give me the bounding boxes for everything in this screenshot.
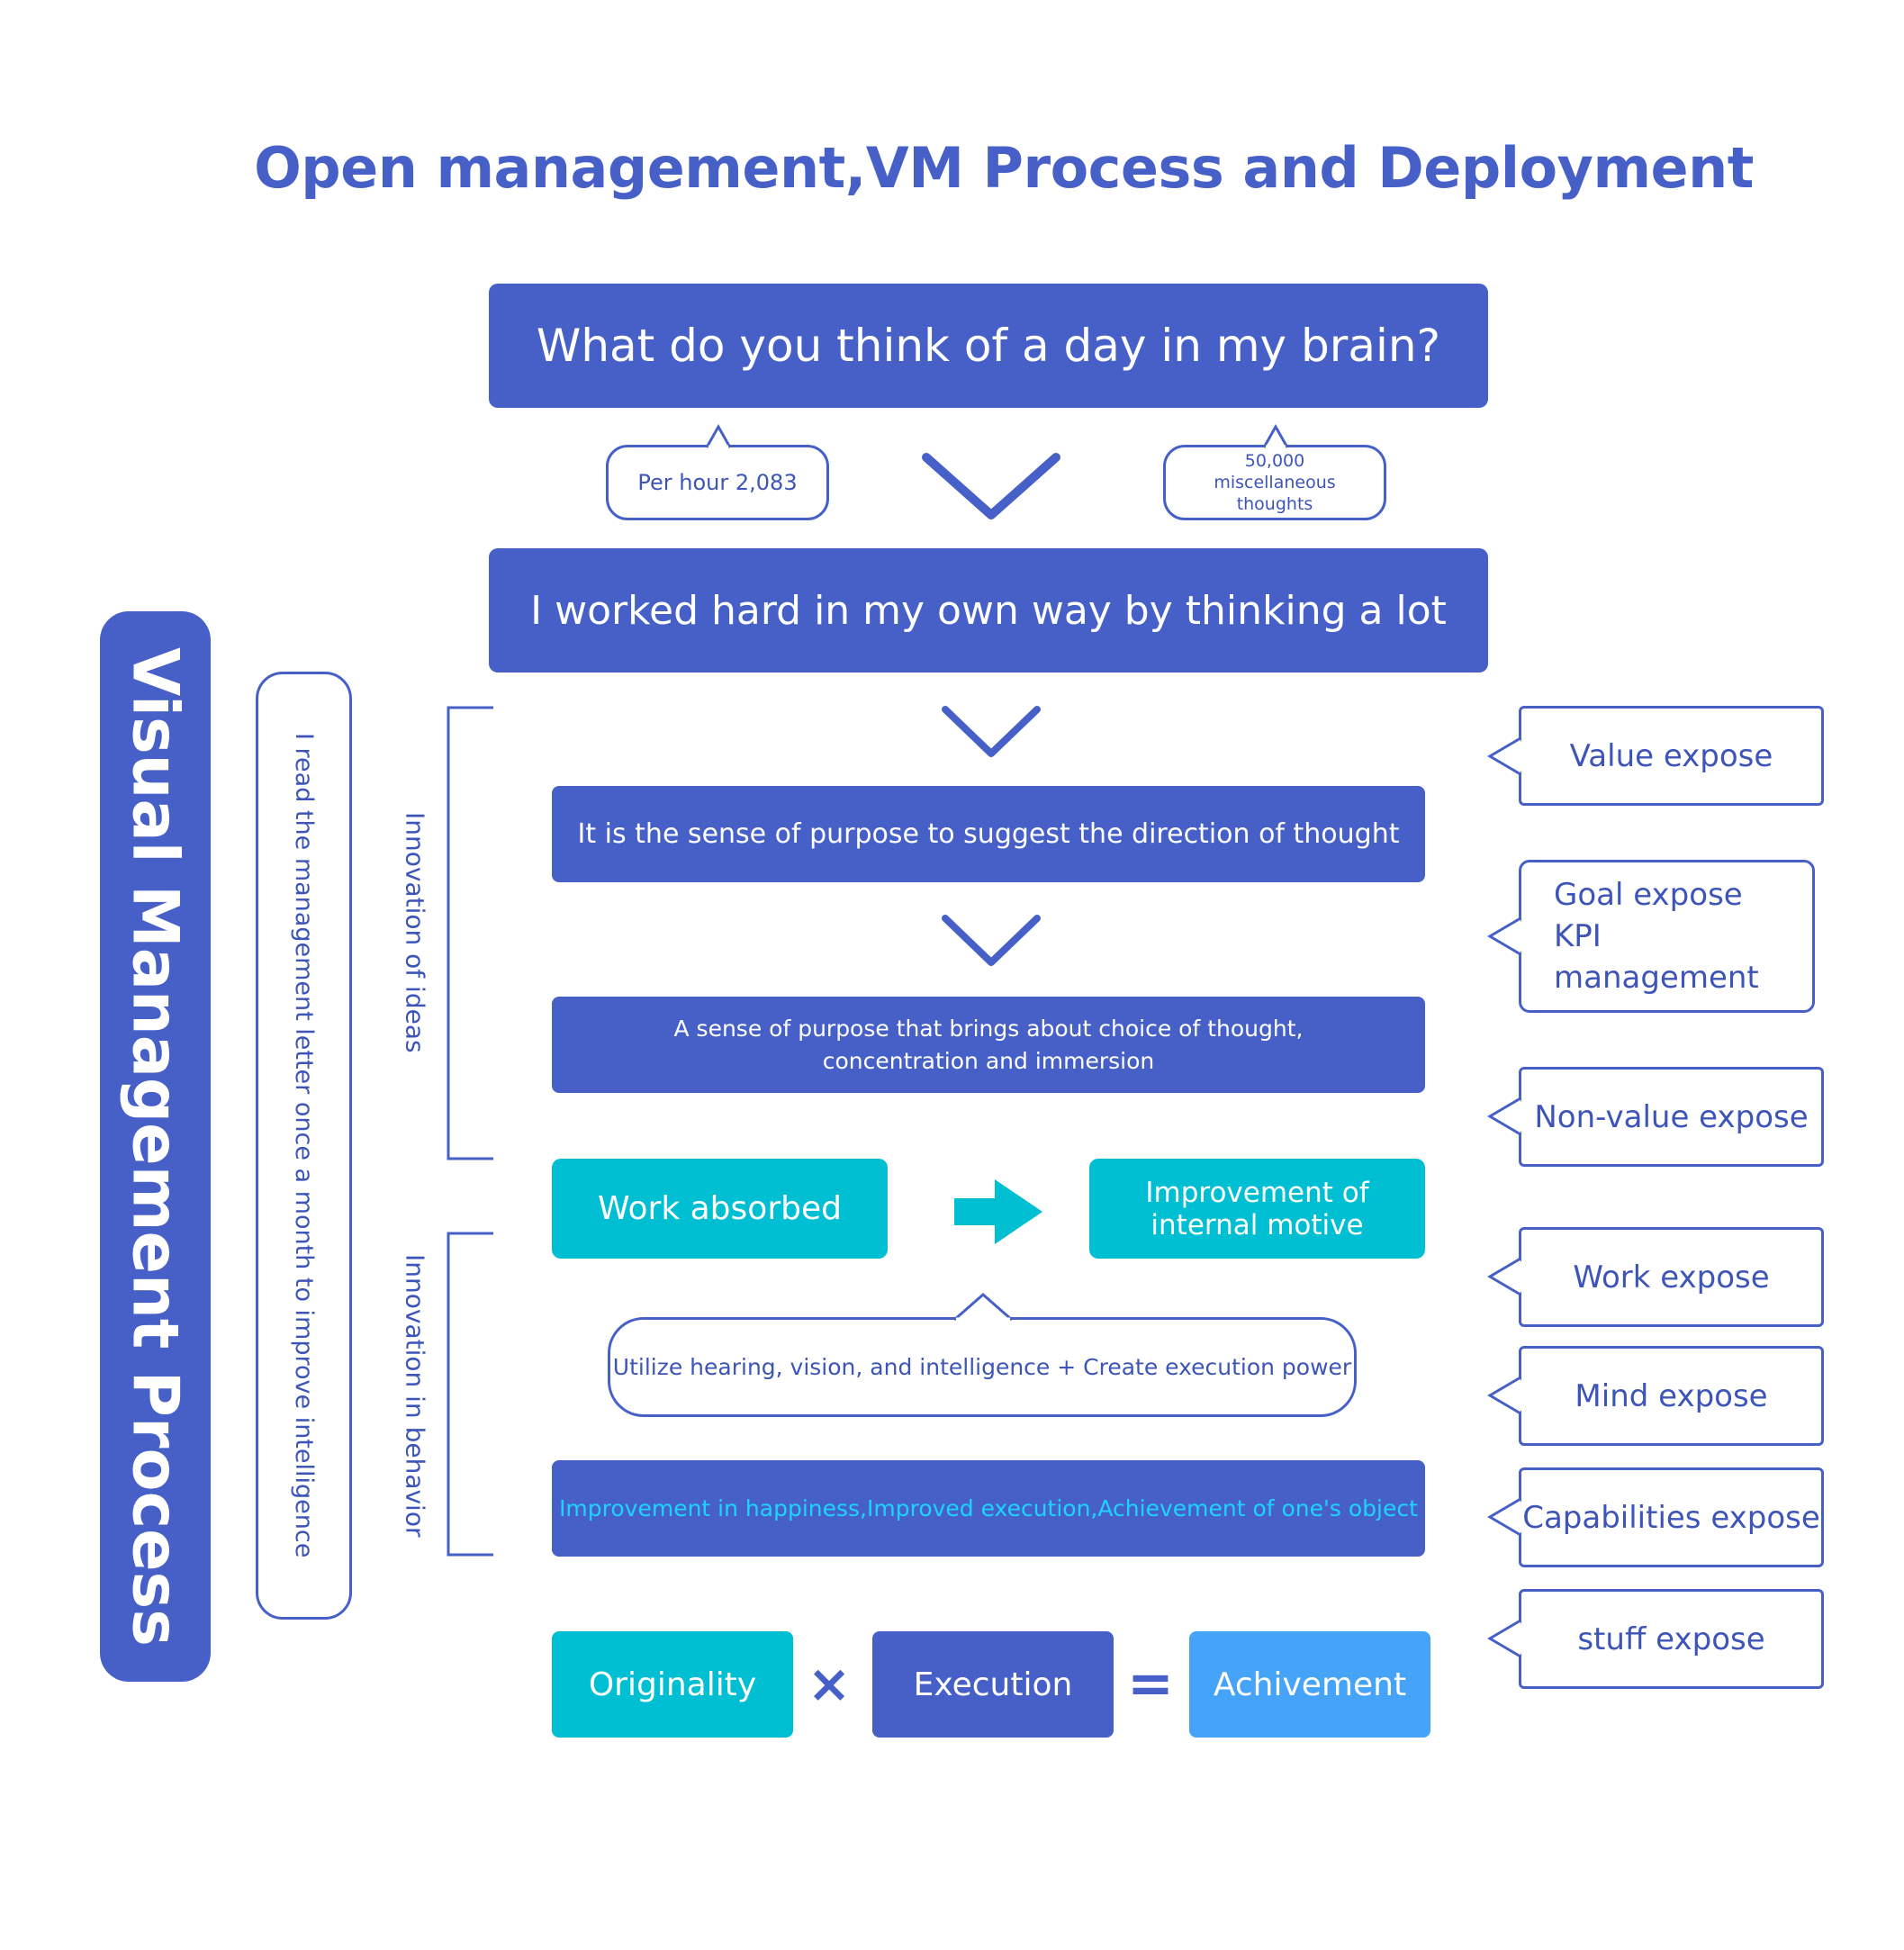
bubble-thoughts-text: 50,000 miscellaneous thoughts	[1214, 451, 1336, 514]
goal-expose-box: Goal expose KPI management	[1519, 860, 1815, 1013]
arrow-right-icon	[954, 1179, 1042, 1244]
chevron-down-icon	[942, 915, 1041, 966]
capabilities-expose-box: Capabilities expose	[1519, 1467, 1824, 1567]
bracket-behavior	[447, 1232, 493, 1557]
non-value-expose-text: Non-value expose	[1534, 1098, 1809, 1135]
improvement-box: Improvement in happiness,Improved execut…	[552, 1460, 1425, 1557]
callout-tail	[1487, 1097, 1521, 1136]
purpose-direction-text: It is the sense of purpose to suggest th…	[577, 818, 1400, 850]
stuff-expose-text: stuff expose	[1577, 1620, 1765, 1657]
callout-tail	[1487, 916, 1521, 956]
goal-expose-line2: KPI management	[1554, 918, 1759, 996]
side-title: Visual Management Process	[100, 611, 211, 1682]
question-text: What do you think of a day in my brain?	[536, 320, 1441, 372]
execution-text: Execution	[913, 1666, 1073, 1703]
purpose-choice-line2: concentration and immersion	[822, 1047, 1155, 1074]
utilize-text: Utilize hearing, vision, and intelligenc…	[612, 1354, 1352, 1380]
goal-expose-line1: Goal expose	[1554, 877, 1743, 913]
letter-text: I read the management letter once a mont…	[290, 733, 318, 1558]
worked-hard-text: I worked hard in my own way by thinking …	[530, 587, 1447, 634]
value-expose-text: Value expose	[1569, 737, 1773, 774]
bubble-tail	[953, 1293, 1013, 1322]
mind-expose-box: Mind expose	[1519, 1346, 1824, 1446]
internal-motive-line2: internal motive	[1151, 1208, 1364, 1241]
worked-hard-box: I worked hard in my own way by thinking …	[489, 548, 1488, 673]
originality-box: Originality	[552, 1631, 793, 1738]
chevron-down-icon	[942, 706, 1041, 757]
innovation-ideas-label: Innovation of ideas	[394, 708, 436, 1158]
non-value-expose-box: Non-value expose	[1519, 1067, 1824, 1167]
question-box: What do you think of a day in my brain?	[489, 284, 1488, 408]
purpose-choice-line1: A sense of purpose that brings about cho…	[673, 1015, 1304, 1042]
callout-tail	[1487, 1376, 1521, 1415]
equals-sign: =	[1127, 1650, 1174, 1716]
innovation-behavior-label: Innovation in behavior	[394, 1233, 436, 1557]
bracket-ideas	[447, 706, 493, 1160]
achievement-box: Achivement	[1189, 1631, 1430, 1738]
work-expose-text: Work expose	[1573, 1259, 1770, 1295]
improvement-text: Improvement in happiness,Improved execut…	[559, 1495, 1418, 1521]
mind-expose-text: Mind expose	[1575, 1377, 1768, 1414]
side-title-text: Visual Management Process	[118, 646, 193, 1647]
originality-text: Originality	[588, 1666, 757, 1703]
innovation-ideas-text: Innovation of ideas	[400, 812, 430, 1053]
internal-motive-line1: Improvement of	[1145, 1176, 1369, 1209]
purpose-direction-box: It is the sense of purpose to suggest th…	[552, 786, 1425, 882]
bubble-per-hour-text: Per hour 2,083	[637, 470, 798, 495]
internal-motive-box: Improvement of internal motive	[1089, 1159, 1425, 1259]
work-absorbed-text: Work absorbed	[598, 1190, 842, 1227]
capabilities-expose-text: Capabilities expose	[1522, 1499, 1820, 1536]
callout-tail	[1487, 1619, 1521, 1658]
letter-box: I read the management letter once a mont…	[256, 672, 352, 1620]
purpose-choice-box: A sense of purpose that brings about cho…	[552, 997, 1425, 1093]
callout-tail	[1487, 736, 1521, 776]
stuff-expose-box: stuff expose	[1519, 1589, 1824, 1689]
innovation-behavior-text: Innovation in behavior	[400, 1253, 430, 1538]
times-sign: ×	[807, 1653, 852, 1714]
execution-box: Execution	[872, 1631, 1114, 1738]
chevron-down-icon	[922, 453, 1060, 519]
achievement-text: Achivement	[1213, 1666, 1407, 1703]
work-absorbed-box: Work absorbed	[552, 1159, 888, 1259]
bubble-tail	[1262, 423, 1289, 448]
bubble-tail	[705, 423, 732, 448]
callout-tail	[1487, 1257, 1521, 1296]
bubble-per-hour: Per hour 2,083	[606, 445, 829, 520]
callout-tail	[1487, 1497, 1521, 1537]
work-expose-box: Work expose	[1519, 1227, 1824, 1327]
page-title: Open management,VM Process and Deploymen…	[254, 135, 1754, 201]
bubble-thoughts: 50,000 miscellaneous thoughts	[1163, 445, 1386, 520]
